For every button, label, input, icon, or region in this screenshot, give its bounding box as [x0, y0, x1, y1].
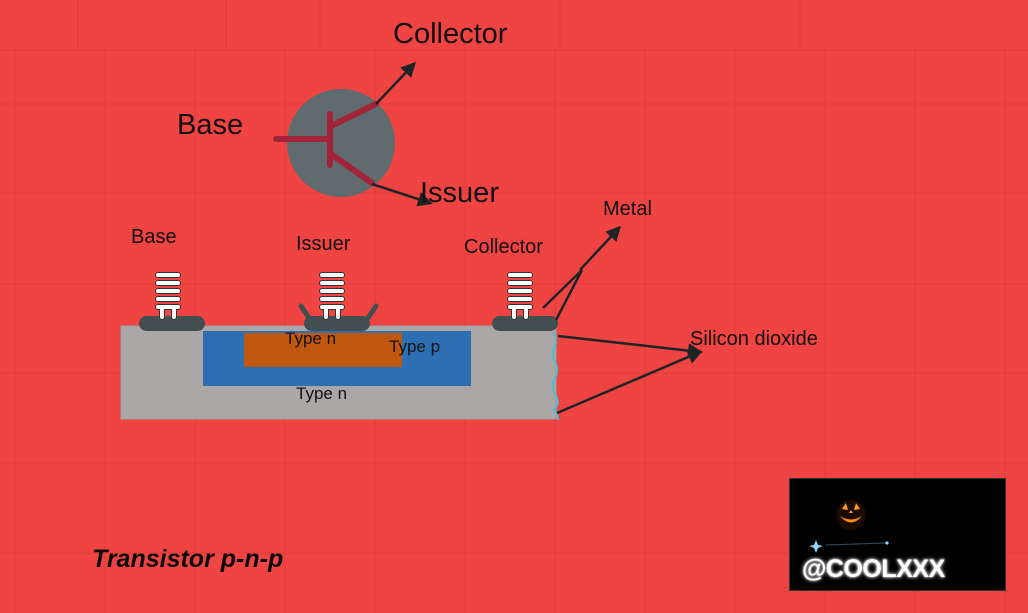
section-base-label: Base: [131, 226, 177, 248]
metal-pointer-pad: [554, 269, 584, 321]
watermark-text: @COOLXXX: [802, 555, 945, 583]
base-coil-icon: [155, 272, 181, 320]
region-n-substrate-label: Type n: [296, 384, 348, 403]
oxide-edge: [551, 332, 559, 421]
pumpkin-icon: [836, 500, 866, 530]
emitter-arrow: [371, 182, 433, 207]
region-n-emitter-label: Type n: [285, 329, 337, 348]
diagram-caption: Transistor p-n-p: [92, 545, 284, 573]
symbol-collector-label: Collector: [393, 18, 508, 50]
silicon-dioxide-label: Silicon dioxide: [690, 328, 818, 350]
base-contact-pad: [139, 316, 205, 331]
oxide-arrow-top: [557, 334, 703, 359]
collector-coil-icon: [507, 272, 533, 320]
symbol-base-label: Base: [177, 109, 244, 141]
watermark-badge: @COOLXXX: [789, 478, 1006, 591]
metal-arrow: [579, 225, 622, 271]
oxide-arrow-bottom: [556, 349, 703, 415]
metal-label: Metal: [603, 198, 652, 220]
symbol-emitter-lead: [328, 151, 375, 186]
metal-pointer-coil: [542, 269, 583, 309]
emitter-pad-arm-left: [298, 303, 312, 321]
emitter-coil-icon: [319, 272, 345, 320]
symbol-emitter-label: Issuer: [420, 177, 499, 209]
symbol-circle: [287, 89, 395, 197]
section-emitter-label: Issuer: [296, 233, 351, 255]
region-n-emitter: [244, 333, 402, 367]
collector-contact-pad: [492, 316, 558, 331]
collector-arrow: [375, 61, 417, 105]
sparkle-line: [809, 540, 889, 553]
emitter-pad-arm-right: [365, 303, 379, 321]
region-p-label: Type p: [389, 337, 441, 356]
emitter-contact-pad: [304, 316, 370, 331]
section-collector-label: Collector: [464, 236, 543, 258]
symbol-collector-lead: [328, 101, 379, 129]
